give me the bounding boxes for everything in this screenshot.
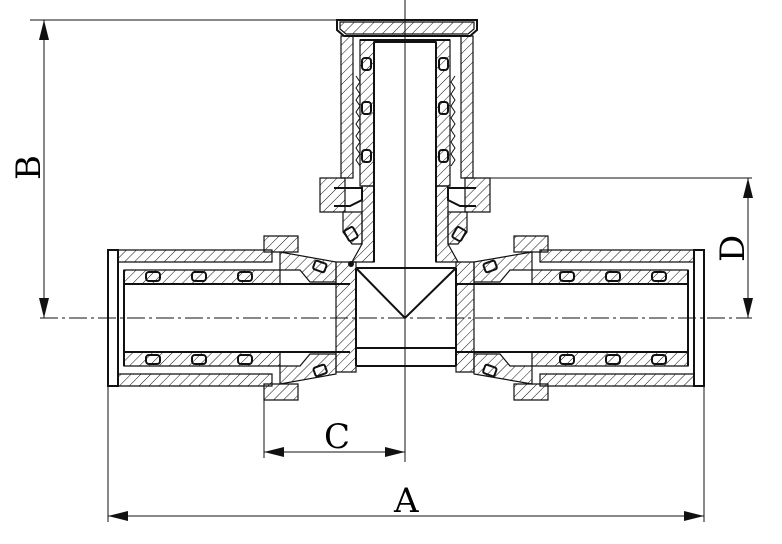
centerlines	[40, 0, 752, 462]
dimension-label-c: C	[324, 417, 350, 457]
left-run-pipe	[107, 235, 350, 401]
dimension-lines	[30, 19, 753, 522]
dimension-label-a: A	[393, 481, 419, 521]
dimension-label-b: B	[9, 155, 49, 180]
right-run-pipe	[456, 235, 705, 401]
branch-pipe	[319, 19, 491, 263]
dimension-label-d: D	[713, 235, 753, 262]
